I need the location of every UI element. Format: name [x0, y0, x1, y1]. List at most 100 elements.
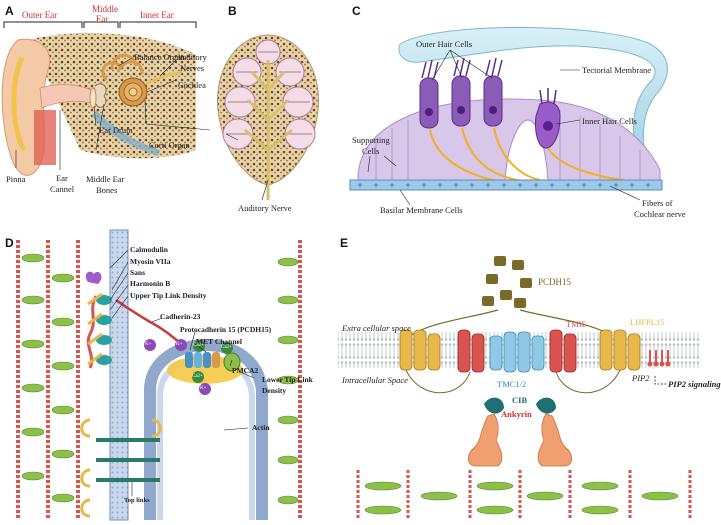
inner-hair-cells-label: Inner Hair Cells — [582, 116, 637, 126]
basilar-membrane-shape — [349, 179, 663, 191]
panel-letter-a: A — [5, 4, 14, 18]
outer-ear-bracket — [3, 21, 83, 28]
actin-label: Actin — [252, 423, 270, 432]
met-channel-shape — [185, 352, 220, 368]
pinna-label: Pinna — [6, 174, 26, 184]
ion-ca-3: Ca2+ — [221, 345, 232, 350]
ossicles-shape — [94, 83, 107, 108]
cochlea-shape — [118, 77, 148, 107]
panel-c — [349, 26, 668, 206]
supporting-cells-label-1: Supporting — [352, 135, 390, 145]
panel-e-actin — [356, 470, 692, 520]
protocadherin-label: Protocadherin 15 (PCDH15) — [180, 325, 272, 334]
cadherin-23-tip-link — [115, 298, 187, 349]
panel-e — [338, 256, 700, 520]
intracellular-label: Intracellular Space — [342, 375, 408, 385]
calmodulin-label: Calmodulin — [130, 245, 168, 254]
panel-b — [217, 34, 319, 201]
cadherin-label: Cadherin-23 — [160, 312, 201, 321]
pip2-signaling-label: PIP2 signaling — [668, 379, 721, 389]
myosin-label: Myosin VIIa — [130, 257, 171, 266]
ear-cannel-label-2: Cannel — [50, 184, 75, 194]
short-stereocilium — [144, 338, 268, 520]
ear-cannel-label-1: Ear — [56, 173, 68, 183]
ion-k-2: K+ — [176, 342, 183, 347]
lower-tip-label-2: Density — [262, 386, 287, 395]
inner-hair-cell-shape — [535, 88, 561, 149]
lhfpl5-label: LHFPL15 — [630, 317, 665, 327]
ion-ca-2: Ca2+ — [192, 374, 203, 379]
supporting-cells-label-2: Cells — [362, 146, 380, 156]
middle-ear-bones-label-2: Bones — [96, 185, 118, 195]
met-channel-label: MET Channel — [196, 337, 242, 346]
ion-k-1: K+ — [145, 342, 152, 347]
middle-ear-bracket — [83, 21, 119, 28]
auditory-nerve-shape — [244, 60, 293, 200]
tall-stereocilium — [109, 229, 129, 521]
pip2-shape — [647, 350, 671, 367]
auditory-nerves-label-2: Nerves — [180, 63, 205, 73]
sans-label: Sans — [130, 268, 146, 277]
lower-tip-label-1: Lower Tip Link — [262, 375, 313, 384]
upper-tip-label: Upper Tip Link Density — [130, 291, 207, 300]
pcdh15-shape — [409, 256, 613, 337]
outer-hair-cells-label: Outer Hair Cells — [416, 39, 473, 49]
auditory-nerves-label-1: Auditory — [176, 52, 207, 62]
auditory-nerve-label: Auditory Nerve — [238, 203, 292, 213]
middle-ear-label-line1: Middle — [92, 4, 118, 14]
ear-drum-shape — [89, 87, 97, 109]
ear-drum-label: Ear Drum — [99, 125, 133, 135]
ions — [144, 339, 233, 395]
tmc-shape — [489, 331, 545, 373]
ion-k-3: K+ — [200, 386, 207, 391]
panel-a-leaders — [15, 57, 211, 170]
panel-letter-b: B — [228, 4, 237, 18]
cochlear-nerve-fibers-shape — [429, 127, 661, 185]
panel-d — [16, 229, 302, 521]
panel-letter-e: E — [340, 236, 349, 250]
lhfpl5-shape — [399, 329, 641, 371]
cochlea-label: Cochlea — [178, 80, 206, 90]
middle-ear-bones-label-1: Middle Ear — [86, 174, 125, 184]
panel-letter-c: C — [352, 4, 361, 18]
panel-d-leaders — [109, 249, 255, 496]
tmc-label: TMC1/2 — [497, 379, 527, 389]
auditory-nerves-shape — [145, 70, 183, 86]
corti-organ-label: Corti Organ — [149, 140, 190, 150]
upper-tip-complex — [85, 271, 112, 369]
panel-c-leaders — [367, 49, 641, 206]
top-links-shape — [96, 438, 160, 482]
harmonin-label: Harmonin B — [130, 279, 171, 288]
tmie-shape — [457, 329, 577, 373]
tmie-label: TMIE — [566, 319, 587, 329]
panel-letter-d: D — [5, 236, 14, 250]
cib-label: CIB — [512, 395, 528, 405]
panel-a — [1, 21, 211, 176]
pmca2-label: PMCA2 — [232, 366, 259, 375]
basilar-membrane-cells-label: Basilar Membrane Cells — [380, 205, 463, 215]
middle-ear-label-line2: Ear — [96, 14, 109, 24]
inner-ear-bracket — [119, 21, 197, 28]
ankyrin-label: Ankyrin — [501, 409, 532, 419]
ear-tissue — [34, 110, 56, 165]
top-links-label: Top links — [124, 497, 150, 504]
actin-filaments — [16, 240, 302, 520]
cib-shape — [484, 397, 556, 414]
ion-ca-1: Ca2+ — [193, 343, 204, 348]
ankyrin-shape — [467, 413, 573, 467]
temporal-bone — [30, 32, 196, 159]
fibers-label-2: Cochlear nerve — [634, 209, 686, 219]
inner-ear-label: Inner Ear — [140, 10, 174, 20]
extra-cellular-label: Extra cellular space — [342, 323, 411, 333]
outer-hair-cells-shape — [419, 57, 503, 129]
balance-organ-shape — [101, 53, 144, 81]
balance-organ-label: Balance Organ — [134, 52, 185, 62]
pmca2-shape — [223, 352, 241, 372]
outer-ear-label: Outer Ear — [22, 10, 58, 20]
pcdh15-label: PCDH15 — [538, 277, 572, 287]
fibers-label-1: Fibers of — [642, 198, 673, 208]
tectorial-membrane-label: Tectorial Membrane — [582, 65, 652, 75]
pip2-label: PIP2 — [632, 373, 650, 383]
